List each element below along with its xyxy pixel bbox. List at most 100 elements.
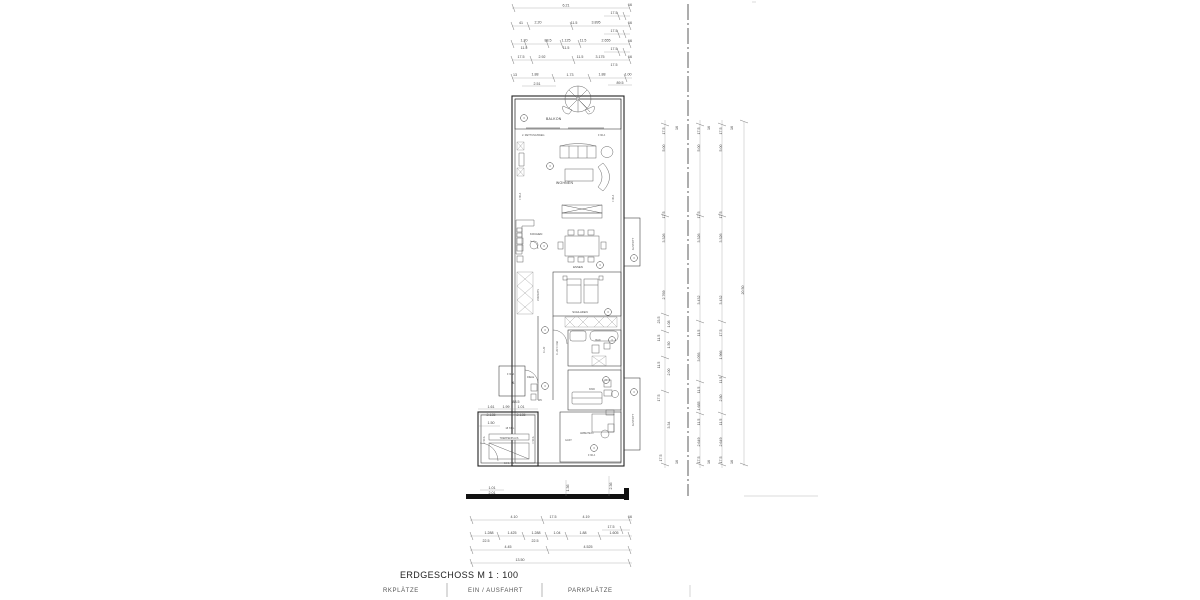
apartment-label: A <box>512 381 515 385</box>
svg-text:17.5: 17.5 <box>611 29 618 33</box>
room-marker-wohnen <box>546 162 554 170</box>
svg-text:1.88: 1.88 <box>599 73 606 77</box>
room-bad: BAD 3 <box>567 329 622 367</box>
svg-text:1.01: 1.01 <box>518 405 525 409</box>
room-label-flur: FLUR <box>543 347 546 354</box>
svg-text:3: 3 <box>593 447 595 450</box>
room-label-kochen: KOCHEN <box>530 232 542 236</box>
svg-text:2.36: 2.36 <box>609 483 613 490</box>
top-dimension-chains: 6.21 17.5 16 41 2.20 11.5 3.895 17.5 16 <box>510 3 632 87</box>
stair-count-label: 18 STG. <box>505 427 515 430</box>
wc-label: WC <box>538 399 542 402</box>
svg-text:17.5: 17.5 <box>697 457 701 464</box>
fire-rating-label-6: F 90 A <box>483 436 486 444</box>
legend-row: RKPLÄTZE EIN / AUSFAHRT PARKPLÄTZE <box>383 583 691 597</box>
fire-rating-label-7: F 90 A <box>532 436 535 444</box>
austritt-marker-1 <box>630 254 638 262</box>
svg-text:11.5: 11.5 <box>577 55 584 59</box>
building-outline <box>511 95 625 467</box>
svg-text:11.5: 11.5 <box>657 335 661 342</box>
svg-text:1.125: 1.125 <box>562 39 571 43</box>
svg-text:3.326: 3.326 <box>662 234 666 243</box>
austritt-label-2: AUSTRITT <box>632 413 635 426</box>
svg-text:22.5: 22.5 <box>532 539 539 543</box>
svg-text:11.5: 11.5 <box>571 21 578 25</box>
room-marker-arbeiten <box>590 444 598 452</box>
svg-text:1.01: 1.01 <box>489 486 496 490</box>
svg-text:3: 3 <box>543 245 545 248</box>
svg-text:17.5: 17.5 <box>719 128 723 135</box>
bottom-dimension-chains: 4.10 17.5 4.19 17.5 16 1.288 1.425 1.288… <box>469 515 632 568</box>
legend-item-0: RKPLÄTZE <box>383 587 419 594</box>
svg-text:3.34: 3.34 <box>667 422 671 429</box>
svg-text:1.288: 1.288 <box>485 531 494 535</box>
svg-text:2.92: 2.92 <box>539 55 546 59</box>
room-balkon: BALKON 3 <box>514 85 622 130</box>
austritt-marker-2 <box>630 388 638 396</box>
svg-text:3: 3 <box>607 311 609 314</box>
room-treppenhaus: 18 STG. TREPPENHAUS 16.9 / 29 F 90 A F 9… <box>477 400 539 467</box>
room-diele: DIELE 3 F 90 A A WC <box>498 365 549 402</box>
svg-text:3.432: 3.432 <box>697 296 701 305</box>
svg-text:4.10: 4.10 <box>511 515 518 519</box>
room-wohnen: 2. RETTUNGSWEG F 90 A WOHNEN 3 <box>516 134 615 219</box>
room-label-balkon: BALKON <box>546 117 562 121</box>
svg-text:2.769: 2.769 <box>662 291 666 300</box>
svg-text:2.00: 2.00 <box>667 369 671 376</box>
page-title: ERDGESCHOSS M 1 : 100 <box>400 570 518 580</box>
svg-text:4.45: 4.45 <box>505 545 512 549</box>
svg-text:1.685: 1.685 <box>697 402 701 411</box>
room-marker-kochen <box>540 242 548 250</box>
svg-text:17.5: 17.5 <box>611 11 618 15</box>
svg-text:3: 3 <box>544 329 546 332</box>
fire-rating-label-4: F 90 A <box>507 373 515 376</box>
site-boundary-wall: 1.36 2.36 1.01 2.01 <box>466 476 629 500</box>
svg-text:1.20: 1.20 <box>521 39 528 43</box>
fire-rating-label-5: F 90 A <box>588 454 596 457</box>
legend-item-2: PARKPLÄTZE <box>568 587 613 594</box>
svg-text:16: 16 <box>628 3 632 7</box>
svg-text:22.5: 22.5 <box>483 539 490 543</box>
room-schlafen: SCHLAFEN 3 <box>552 271 622 328</box>
svg-text:11.5: 11.5 <box>697 330 701 337</box>
room-label-kind: KIND <box>589 388 595 391</box>
svg-text:2.649: 2.649 <box>719 438 723 447</box>
room-label-arbeiten: ARBEITEN / <box>580 432 594 435</box>
svg-text:2.649: 2.649 <box>697 438 701 447</box>
svg-text:2.20: 2.20 <box>535 21 542 25</box>
svg-text:5.00: 5.00 <box>662 145 666 152</box>
escape-route-label: 2. RETTUNGSWEG <box>522 134 545 137</box>
fire-rating-label-1: F 90 A <box>598 134 606 137</box>
svg-text:17.5: 17.5 <box>719 330 723 337</box>
svg-text:41: 41 <box>519 21 523 25</box>
svg-text:2.135: 2.135 <box>487 413 496 417</box>
svg-text:3.432: 3.432 <box>719 296 723 305</box>
austritt-lower: AUSTRITT 3 <box>623 377 641 451</box>
svg-text:2.01: 2.01 <box>489 491 496 495</box>
svg-text:1.08: 1.08 <box>667 321 671 328</box>
svg-text:1.50: 1.50 <box>667 342 671 349</box>
svg-text:16: 16 <box>628 55 632 59</box>
svg-text:17.5: 17.5 <box>657 395 661 402</box>
svg-text:1.36: 1.36 <box>566 485 570 492</box>
overall-width-dim: 13.50 <box>516 558 525 562</box>
svg-text:3.175: 3.175 <box>596 55 605 59</box>
stair-riser-tread-label: 16.9 / 29 <box>504 462 514 465</box>
svg-text:3.895: 3.895 <box>592 21 601 25</box>
svg-text:16: 16 <box>707 126 711 130</box>
svg-text:2.135: 2.135 <box>517 413 526 417</box>
svg-text:16: 16 <box>730 126 734 130</box>
svg-text:16: 16 <box>628 515 632 519</box>
svg-text:11.5: 11.5 <box>521 46 528 50</box>
svg-text:4.525: 4.525 <box>584 545 593 549</box>
svg-text:16: 16 <box>730 460 734 464</box>
legend-item-1: EIN / AUSFAHRT <box>468 588 523 594</box>
svg-text:1.99: 1.99 <box>503 405 510 409</box>
svg-text:17.5: 17.5 <box>697 128 701 135</box>
room-marker-flur <box>541 326 549 334</box>
svg-text:17.5: 17.5 <box>611 47 618 51</box>
room-label-bad: BAD <box>595 339 600 342</box>
svg-text:11.5: 11.5 <box>697 419 701 426</box>
svg-text:23.5: 23.5 <box>657 317 661 324</box>
